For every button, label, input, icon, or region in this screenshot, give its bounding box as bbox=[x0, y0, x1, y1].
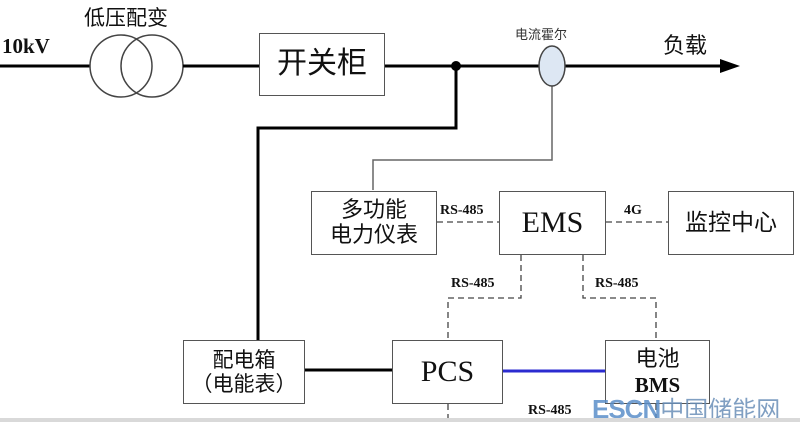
bottom-edge bbox=[0, 418, 800, 422]
hall-sensor-icon bbox=[538, 45, 566, 87]
distribution-box-label-line2: （电能表） bbox=[191, 372, 297, 396]
monitor-center-label: 监控中心 bbox=[685, 209, 777, 236]
link-ems-pcs bbox=[447, 255, 522, 340]
power-meter-box[interactable]: 多功能 电力仪表 bbox=[311, 191, 437, 255]
link-label-meter-ems: RS-485 bbox=[440, 203, 484, 218]
hall-signal-line bbox=[372, 82, 553, 190]
power-meter-label-line2: 电力仪表 bbox=[329, 223, 418, 248]
hall-sensor-label: 电流霍尔 bbox=[515, 28, 568, 43]
power-meter-label-line1: 多功能 bbox=[340, 197, 407, 223]
pcs-box[interactable]: PCS bbox=[392, 340, 503, 404]
link-label-ems-bms: RS-485 bbox=[595, 276, 639, 291]
ems-box[interactable]: EMS bbox=[499, 191, 606, 255]
link-label-ems-monitor: 4G bbox=[624, 203, 642, 218]
monitor-center-box[interactable]: 监控中心 bbox=[668, 191, 794, 255]
pcs-label: PCS bbox=[420, 354, 475, 388]
link-ems-bms bbox=[582, 255, 657, 340]
load-arrow-icon bbox=[720, 59, 740, 73]
transformer-winding-1 bbox=[89, 34, 153, 98]
load-label: 负载 bbox=[663, 34, 708, 59]
distribution-box-label-line1: 配电箱 bbox=[212, 347, 276, 372]
battery-bms-box[interactable]: 电池 BMS bbox=[605, 340, 710, 404]
switchgear-label: 开关柜 bbox=[277, 46, 367, 82]
bms-label: BMS bbox=[634, 372, 681, 397]
branch-to-distribution-box bbox=[256, 66, 458, 340]
transformer-label: 低压配变 bbox=[84, 6, 168, 30]
input-voltage-label: 10kV bbox=[2, 34, 50, 58]
switchgear-box[interactable]: 开关柜 bbox=[259, 33, 385, 96]
ems-label: EMS bbox=[521, 205, 584, 239]
battery-label: 电池 bbox=[635, 347, 680, 373]
link-label-bottom: RS-485 bbox=[528, 403, 572, 418]
distribution-box[interactable]: 配电箱 （电能表） bbox=[183, 340, 305, 404]
link-label-ems-pcs: RS-485 bbox=[451, 276, 495, 291]
